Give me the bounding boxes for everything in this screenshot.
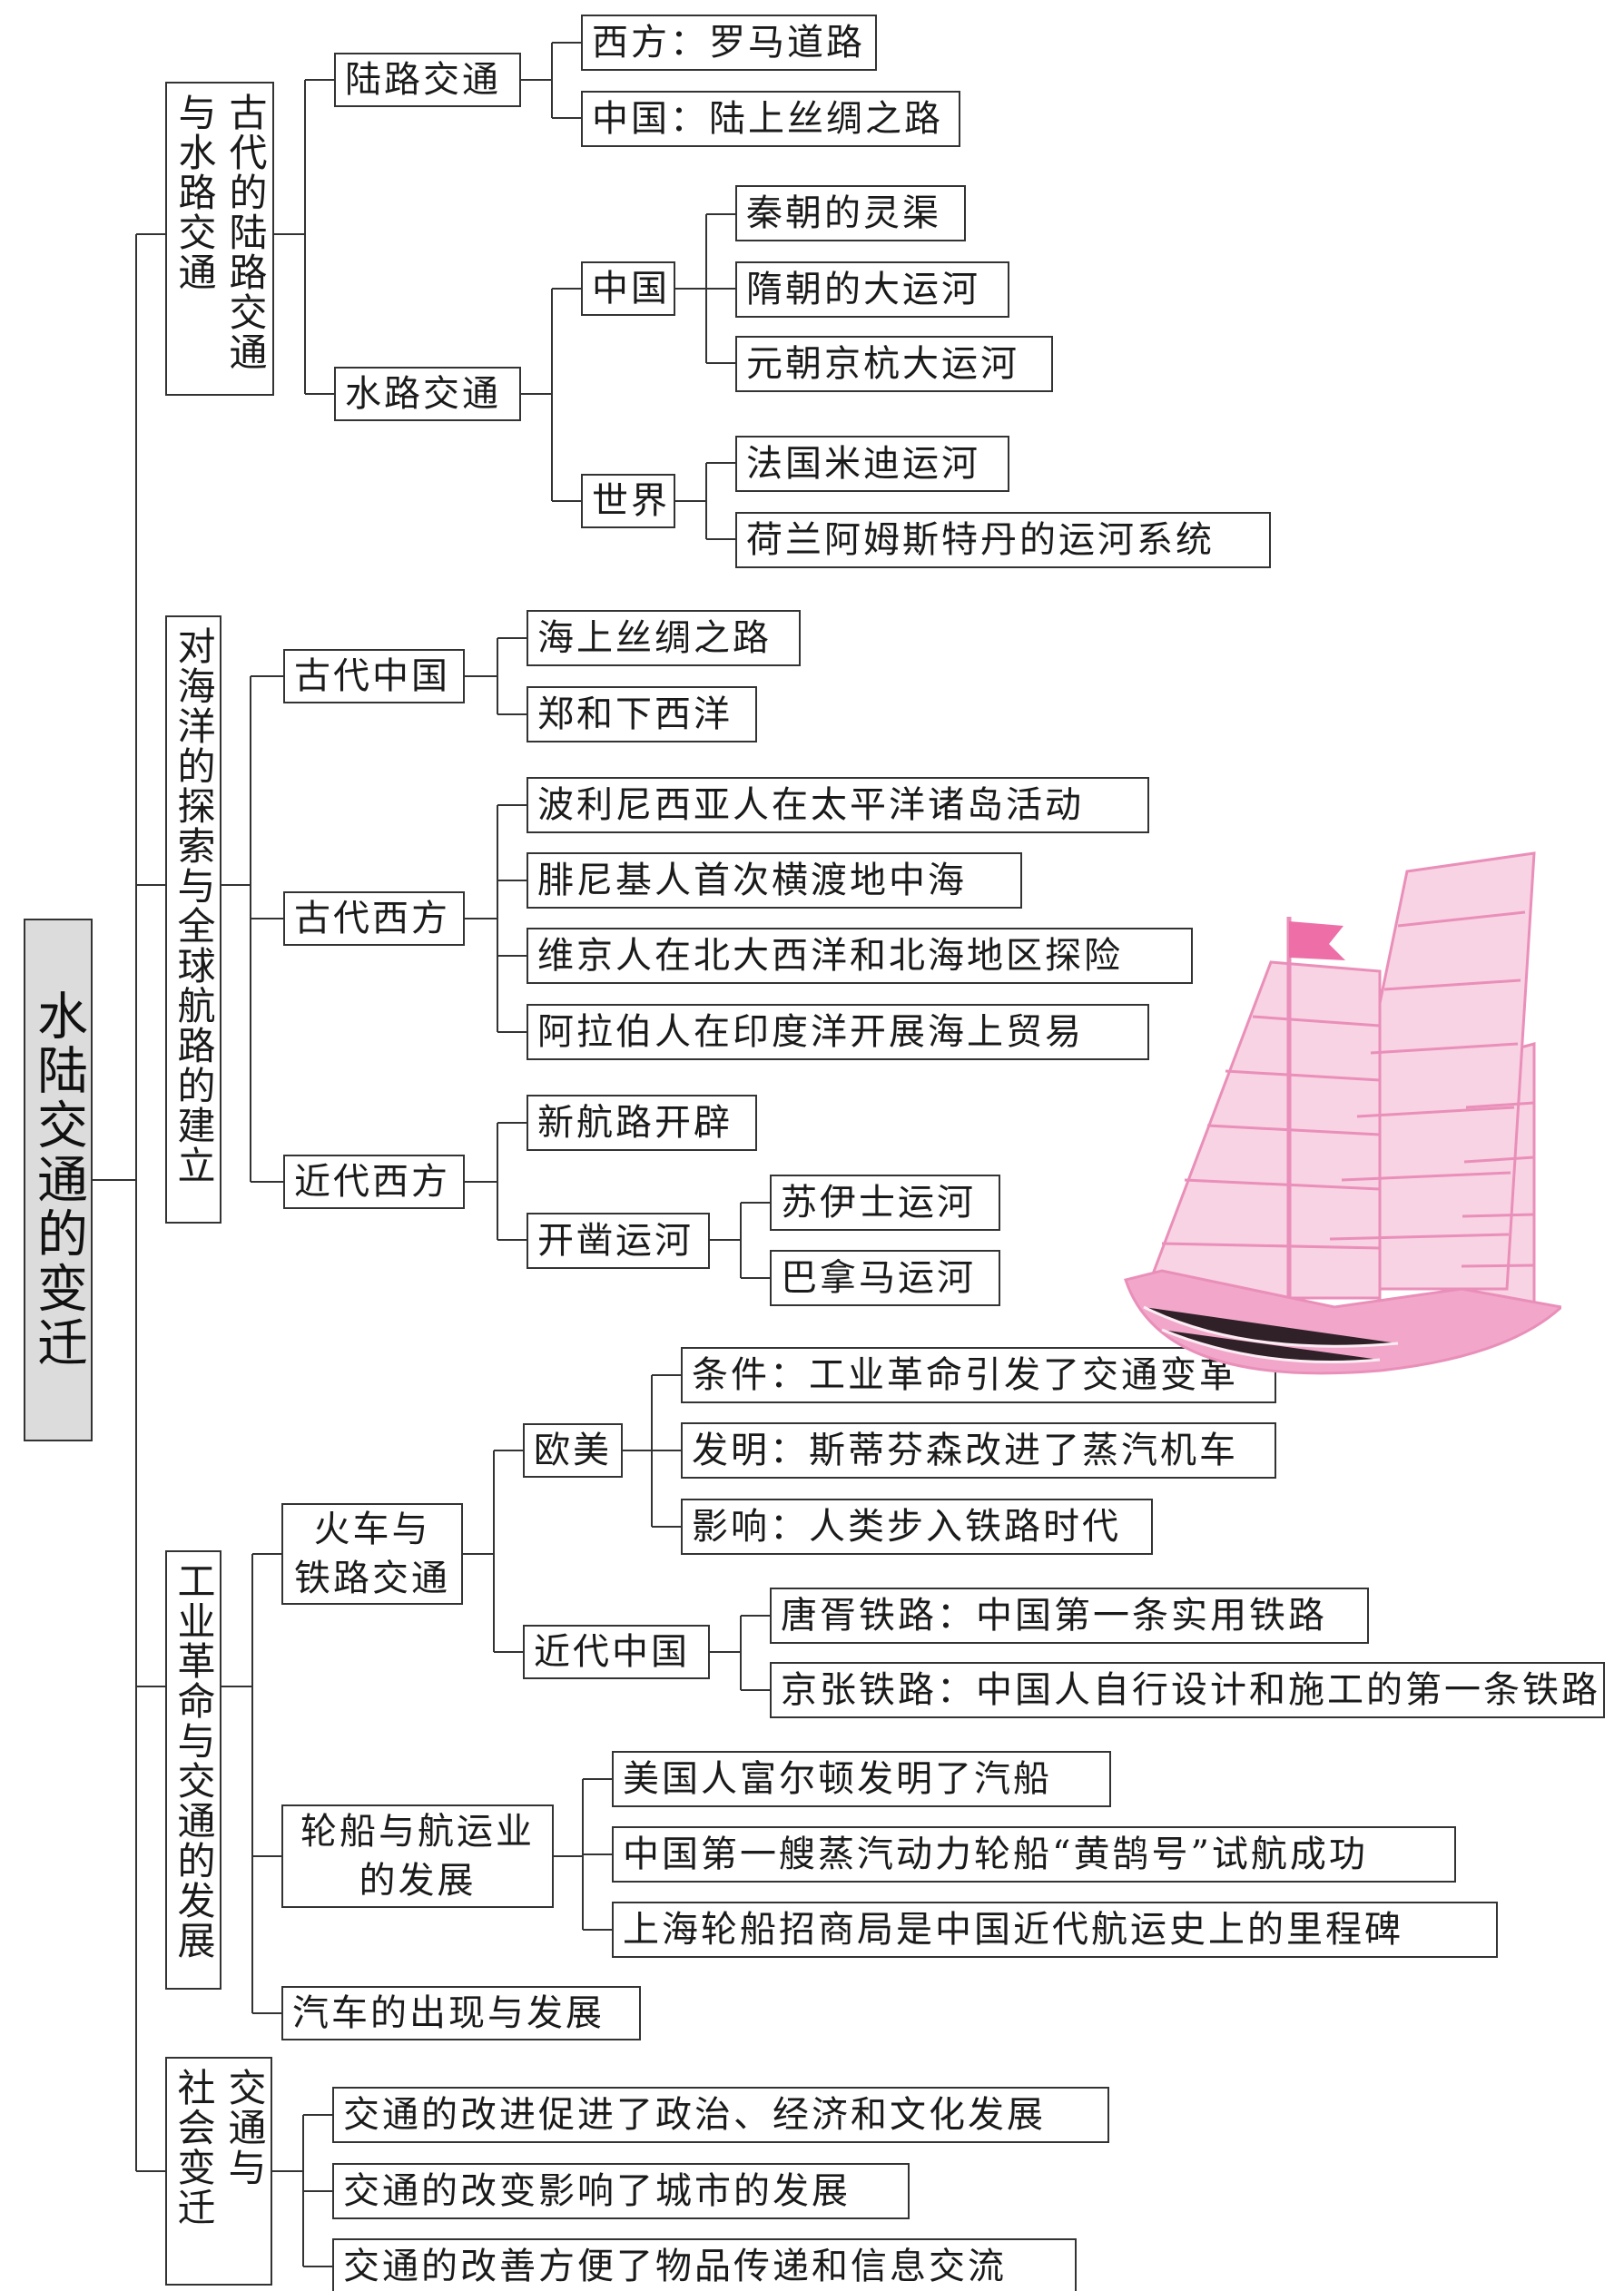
node-ship-line1: 轮船与航运业 bbox=[300, 1811, 535, 1853]
node-water: 水路交通 bbox=[334, 367, 521, 421]
section-industrial: 工业革命与交通的发展 bbox=[165, 1550, 221, 1990]
node-ancient-west: 古代西方 bbox=[283, 891, 465, 946]
junk-ship-illustration bbox=[1124, 851, 1561, 1375]
root-topic: 水陆交通的变迁 bbox=[24, 919, 93, 1441]
node-water-china-item-1: 秦朝的灵渠 bbox=[735, 185, 966, 241]
node-ancient-west-item-3: 维京人在北大西洋和北海地区探险 bbox=[527, 928, 1193, 984]
section-society-col2: 社会变迁 bbox=[172, 2068, 216, 2227]
node-land: 陆路交通 bbox=[334, 53, 521, 107]
section-society-col1: 交通与 bbox=[222, 2068, 267, 2188]
ship-flag bbox=[1289, 921, 1345, 960]
section-ancient-transport: 古代的陆路交通 与水路交通 bbox=[165, 82, 274, 396]
node-canal-item-2: 巴拿马运河 bbox=[770, 1250, 1000, 1306]
node-ancient-west-item-1: 波利尼西亚人在太平洋诸岛活动 bbox=[527, 777, 1149, 833]
section-ocean-label: 对海洋的探索与全球航路的建立 bbox=[172, 626, 216, 1185]
node-china-item-2: 京张铁路：中国人自行设计和施工的第一条铁路 bbox=[770, 1662, 1605, 1718]
node-new-route: 新航路开辟 bbox=[527, 1095, 757, 1151]
section-ocean: 对海洋的探索与全球航路的建立 bbox=[165, 615, 221, 1224]
node-rail-line1: 火车与 bbox=[313, 1509, 431, 1550]
node-water-world: 世界 bbox=[581, 474, 675, 528]
node-china-item-1: 唐胥铁路：中国第一条实用铁路 bbox=[770, 1588, 1369, 1644]
node-society-item-1: 交通的改进促进了政治、经济和文化发展 bbox=[332, 2087, 1109, 2143]
node-ancient-china-item-2: 郑和下西洋 bbox=[527, 686, 757, 742]
node-ship-line2: 的发展 bbox=[359, 1860, 477, 1902]
node-society-item-3: 交通的改善方便了物品传递和信息交流 bbox=[332, 2238, 1077, 2291]
node-water-china-item-3: 元朝京杭大运河 bbox=[735, 336, 1053, 392]
section-society: 交通与 社会变迁 bbox=[165, 2057, 272, 2286]
node-ancient-west-item-4: 阿拉伯人在印度洋开展海上贸易 bbox=[527, 1004, 1149, 1060]
node-euam-item-3: 影响：人类步入铁路时代 bbox=[681, 1499, 1153, 1555]
node-society-item-2: 交通的改变影响了城市的发展 bbox=[332, 2163, 910, 2219]
node-modern-china: 近代中国 bbox=[523, 1625, 710, 1679]
section-ancient-col1: 古代的陆路交通 bbox=[223, 93, 268, 372]
node-euam: 欧美 bbox=[523, 1423, 623, 1478]
node-water-china: 中国 bbox=[581, 261, 675, 316]
section-industrial-label: 工业革命与交通的发展 bbox=[172, 1561, 216, 1961]
node-euam-item-2: 发明：斯蒂芬森改进了蒸汽机车 bbox=[681, 1422, 1276, 1479]
node-euam-item-1: 条件：工业革命引发了交通变革 bbox=[681, 1347, 1276, 1403]
node-land-item-2: 中国：陆上丝绸之路 bbox=[581, 91, 960, 147]
node-ship-item-1: 美国人富尔顿发明了汽船 bbox=[612, 1751, 1111, 1807]
node-water-world-item-2: 荷兰阿姆斯特丹的运河系统 bbox=[735, 512, 1271, 568]
node-ship-item-3: 上海轮船招商局是中国近代航运史上的里程碑 bbox=[612, 1902, 1498, 1958]
section-ancient-col2: 与水路交通 bbox=[172, 93, 217, 292]
node-ancient-china-item-1: 海上丝绸之路 bbox=[527, 610, 801, 666]
node-ship: 轮船与航运业 的发展 bbox=[281, 1804, 554, 1908]
node-ancient-china: 古代中国 bbox=[283, 649, 465, 703]
node-land-item-1: 西方：罗马道路 bbox=[581, 15, 877, 71]
node-ship-item-2: 中国第一艘蒸汽动力轮船“黄鹄号”试航成功 bbox=[612, 1826, 1456, 1883]
node-canals: 开凿运河 bbox=[527, 1213, 710, 1269]
ship-sails bbox=[1141, 851, 1536, 1309]
node-rail: 火车与 铁路交通 bbox=[281, 1503, 463, 1605]
node-water-china-item-2: 隋朝的大运河 bbox=[735, 261, 1009, 318]
node-modern-west: 近代西方 bbox=[283, 1155, 465, 1209]
node-rail-line2: 铁路交通 bbox=[294, 1558, 450, 1599]
node-car: 汽车的出现与发展 bbox=[281, 1986, 641, 2040]
node-water-world-item-1: 法国米迪运河 bbox=[735, 436, 1009, 492]
node-canal-item-1: 苏伊士运河 bbox=[770, 1175, 1000, 1231]
node-ancient-west-item-2: 腓尼基人首次横渡地中海 bbox=[527, 852, 1022, 909]
